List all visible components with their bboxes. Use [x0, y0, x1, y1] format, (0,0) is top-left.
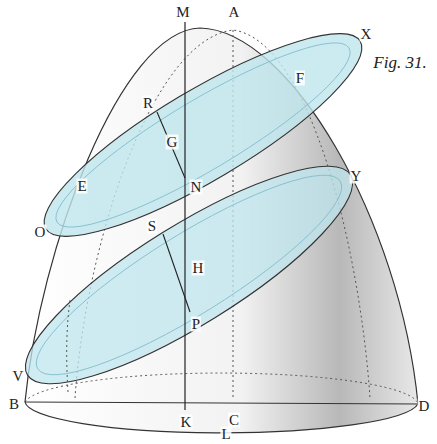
- point-label: F: [295, 71, 305, 86]
- point-label: N: [190, 180, 203, 195]
- point-label: M: [175, 5, 190, 20]
- diameter-lower: [163, 234, 190, 312]
- point-label: D: [418, 399, 431, 414]
- point-label: R: [142, 96, 154, 111]
- point-label: A: [228, 5, 241, 20]
- point-label: S: [147, 219, 157, 234]
- point-label: O: [34, 225, 47, 240]
- point-label: Y: [350, 169, 363, 184]
- upper-section-shade: [39, 18, 367, 252]
- point-label: H: [192, 261, 205, 276]
- point-label: P: [191, 317, 201, 332]
- point-label: K: [180, 415, 193, 430]
- point-label: C: [228, 413, 240, 428]
- point-label: L: [220, 427, 231, 442]
- base-diameter: [25, 402, 418, 404]
- figure-number: Fig. 31.: [372, 55, 427, 70]
- hidden-edge: [67, 300, 70, 392]
- point-label: G: [166, 135, 179, 150]
- point-label: E: [76, 179, 87, 194]
- point-label: B: [8, 397, 20, 412]
- axis-line: [184, 22, 185, 410]
- point-label: X: [360, 27, 373, 42]
- point-label: V: [12, 369, 25, 384]
- diameter-upper: [157, 112, 185, 178]
- upper-section: [23, 3, 383, 268]
